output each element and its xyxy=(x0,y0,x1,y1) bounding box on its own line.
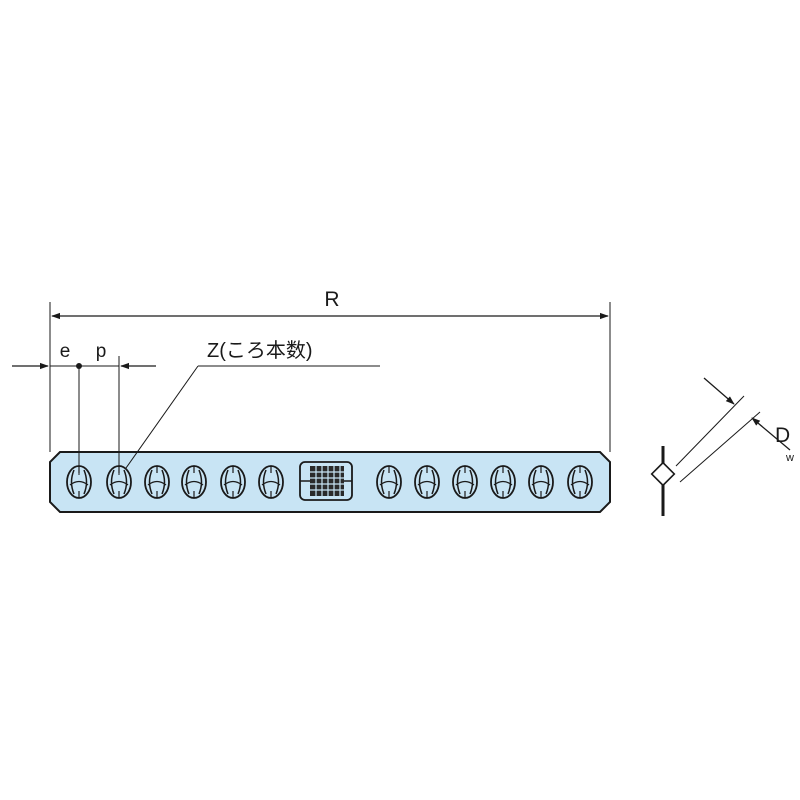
roller xyxy=(220,465,246,499)
label-R: R xyxy=(324,288,339,311)
roller xyxy=(490,465,516,499)
roller xyxy=(528,465,554,499)
roller xyxy=(567,465,593,499)
roller xyxy=(376,465,402,499)
label-p: p xyxy=(96,341,107,362)
cage-joint xyxy=(299,461,353,501)
label-D-sub: w xyxy=(785,452,794,464)
label-e: e xyxy=(60,341,71,362)
roller xyxy=(144,465,170,499)
dimension-R: R xyxy=(49,288,611,452)
roller xyxy=(414,465,440,499)
roller xyxy=(258,465,284,499)
dimension-e-p: e p xyxy=(12,341,156,475)
roller xyxy=(452,465,478,499)
label-D: D xyxy=(775,424,790,447)
leader-Z: Z(ころ本数) xyxy=(125,339,380,469)
side-view: D w xyxy=(650,377,794,516)
roller xyxy=(106,465,132,499)
roller xyxy=(181,465,207,499)
label-Z: Z(ころ本数) xyxy=(207,339,313,362)
